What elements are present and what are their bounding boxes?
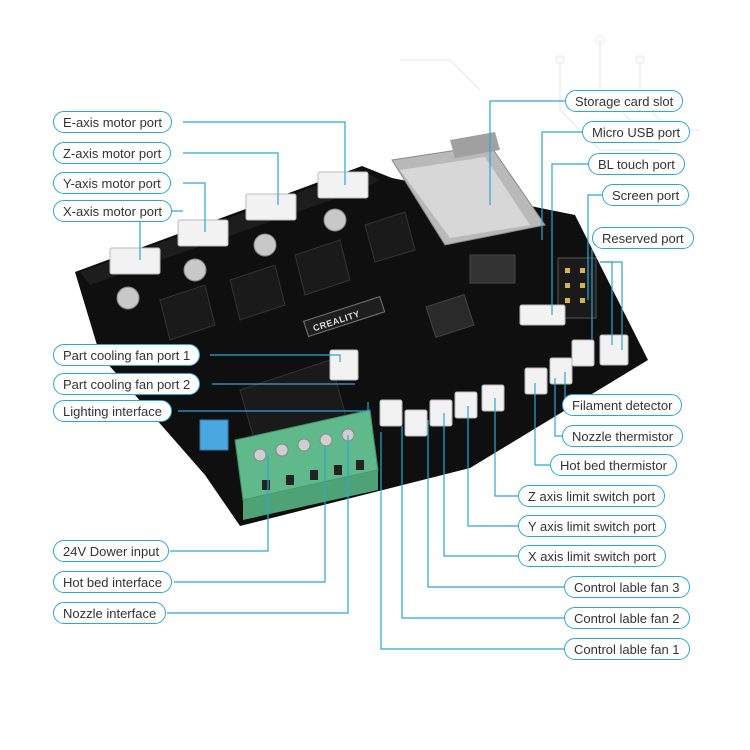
label-micro-usb-port: Micro USB port (582, 121, 691, 143)
label-screen-port: Screen port (602, 184, 690, 206)
motor-connectors (109, 171, 369, 275)
label-control-fan-1: Control lable fan 1 (564, 638, 690, 660)
leader-fan2 (401, 426, 564, 619)
leader-z-limit (494, 398, 518, 497)
label-control-fan-2: Control lable fan 2 (564, 607, 690, 629)
small-connectors (329, 304, 629, 437)
leader-24v (170, 455, 269, 552)
leader-lighting (178, 402, 369, 412)
chips (425, 254, 516, 339)
leader-part-fan-1 (210, 354, 341, 362)
label-e-axis-motor-port: E-axis motor port (53, 111, 172, 133)
leader-hot-bed-interface (174, 445, 326, 583)
label-hot-bed-interface: Hot bed interface (53, 571, 173, 593)
leader-z-axis (183, 152, 279, 205)
label-bl-touch-port: BL touch port (588, 153, 685, 175)
leader-reserved-b (600, 261, 623, 350)
label-filament-detector: Filament detector (562, 394, 683, 416)
leader-screen (587, 194, 602, 300)
label-storage-card-slot: Storage card slot (565, 90, 684, 112)
leader-e-axis (183, 121, 346, 185)
label-x-axis-motor-port: X-axis motor port (53, 200, 172, 222)
leader-fan1 (380, 432, 564, 650)
leader-y-limit (467, 406, 518, 527)
label-y-axis-motor-port: Y-axis motor port (53, 172, 171, 194)
leader-x-limit (443, 413, 518, 557)
label-24v-power-input: 24V Dower input (53, 540, 170, 562)
leader-hot-bed-thermistor (534, 383, 550, 466)
leader-nozzle-thermistor (554, 378, 562, 437)
label-part-cooling-fan-1: Part cooling fan port 1 (53, 344, 201, 366)
leader-storage-card (489, 100, 565, 205)
leader-y-axis (183, 182, 206, 232)
label-x-axis-limit-switch-port: X axis limit switch port (518, 545, 666, 567)
label-z-axis-motor-port: Z-axis motor port (53, 142, 172, 164)
label-nozzle-interface: Nozzle interface (53, 602, 167, 624)
leader-bl-touch (551, 163, 588, 315)
power-terminal-block (234, 409, 379, 520)
label-control-fan-3: Control lable fan 3 (564, 576, 690, 598)
brand-label (302, 295, 386, 338)
leader-fan3 (427, 420, 564, 588)
capacitors (116, 208, 347, 310)
label-z-axis-limit-switch-port: Z axis limit switch port (518, 485, 666, 507)
fuse (199, 419, 229, 451)
leader-micro-usb (541, 131, 582, 240)
label-lighting-interface: Lighting interface (53, 400, 173, 422)
leader-reserved-c (602, 261, 613, 345)
label-nozzle-thermistor: Nozzle thermistor (562, 425, 684, 447)
label-part-cooling-fan-2: Part cooling fan port 2 (53, 373, 201, 395)
label-reserved-port: Reserved port (592, 227, 694, 249)
label-y-axis-limit-switch-port: Y axis limit switch port (518, 515, 666, 537)
label-hot-bed-thermistor: Hot bed thermistor (550, 454, 677, 476)
sd-card-slot (391, 132, 546, 246)
leader-nozzle-interface (167, 435, 349, 614)
